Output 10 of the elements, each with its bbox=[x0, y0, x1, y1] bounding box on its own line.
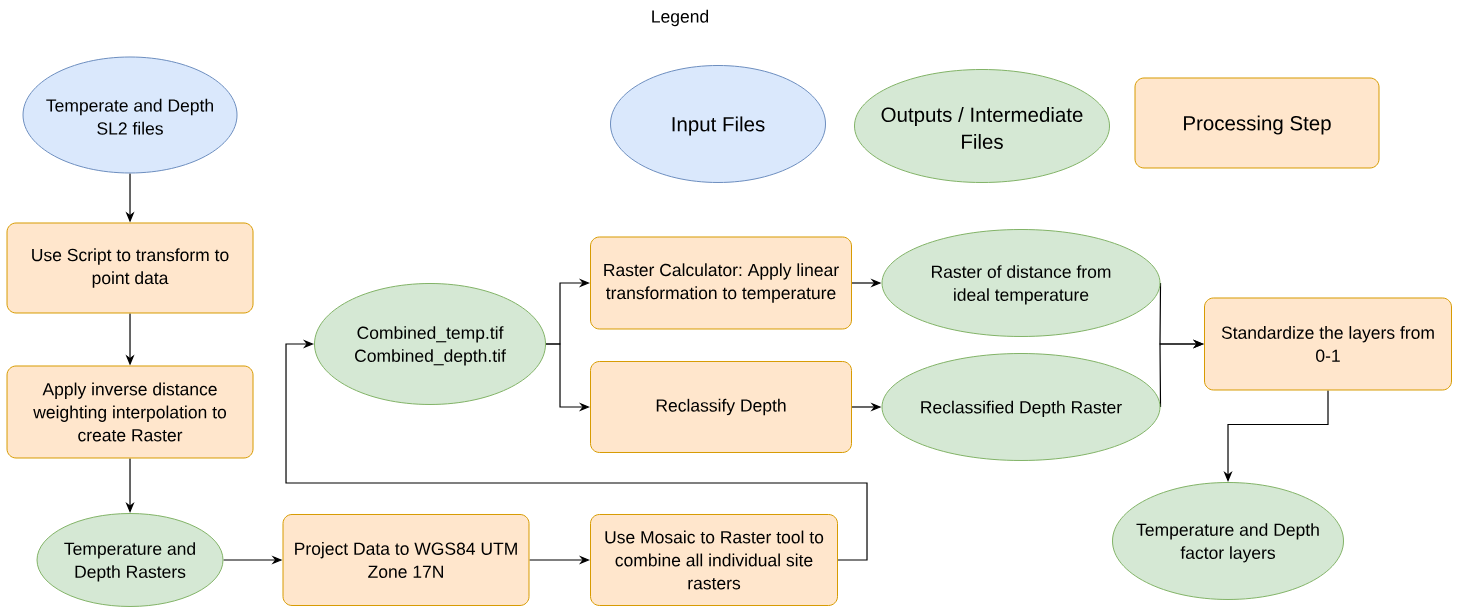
process-box: Use Script to transform to point data bbox=[6, 222, 254, 314]
process-box: Reclassify Depth bbox=[590, 361, 852, 453]
process-box: Standardize the layers from 0-1 bbox=[1204, 297, 1452, 391]
process-box: Apply inverse distance weighting interpolation to create Raster bbox=[6, 365, 254, 459]
process-box: Project Data to WGS84 UTM Zone 17N bbox=[282, 514, 530, 606]
process-box: Raster Calculator: Apply linear transformation to temperature bbox=[590, 236, 852, 330]
process-box: Use Mosaic to Raster tool to combine all individual site rasters bbox=[590, 514, 838, 606]
legend-box: Processing Step bbox=[1134, 77, 1380, 169]
arrow bbox=[285, 339, 868, 561]
legend-heading: Legend bbox=[652, 9, 709, 27]
